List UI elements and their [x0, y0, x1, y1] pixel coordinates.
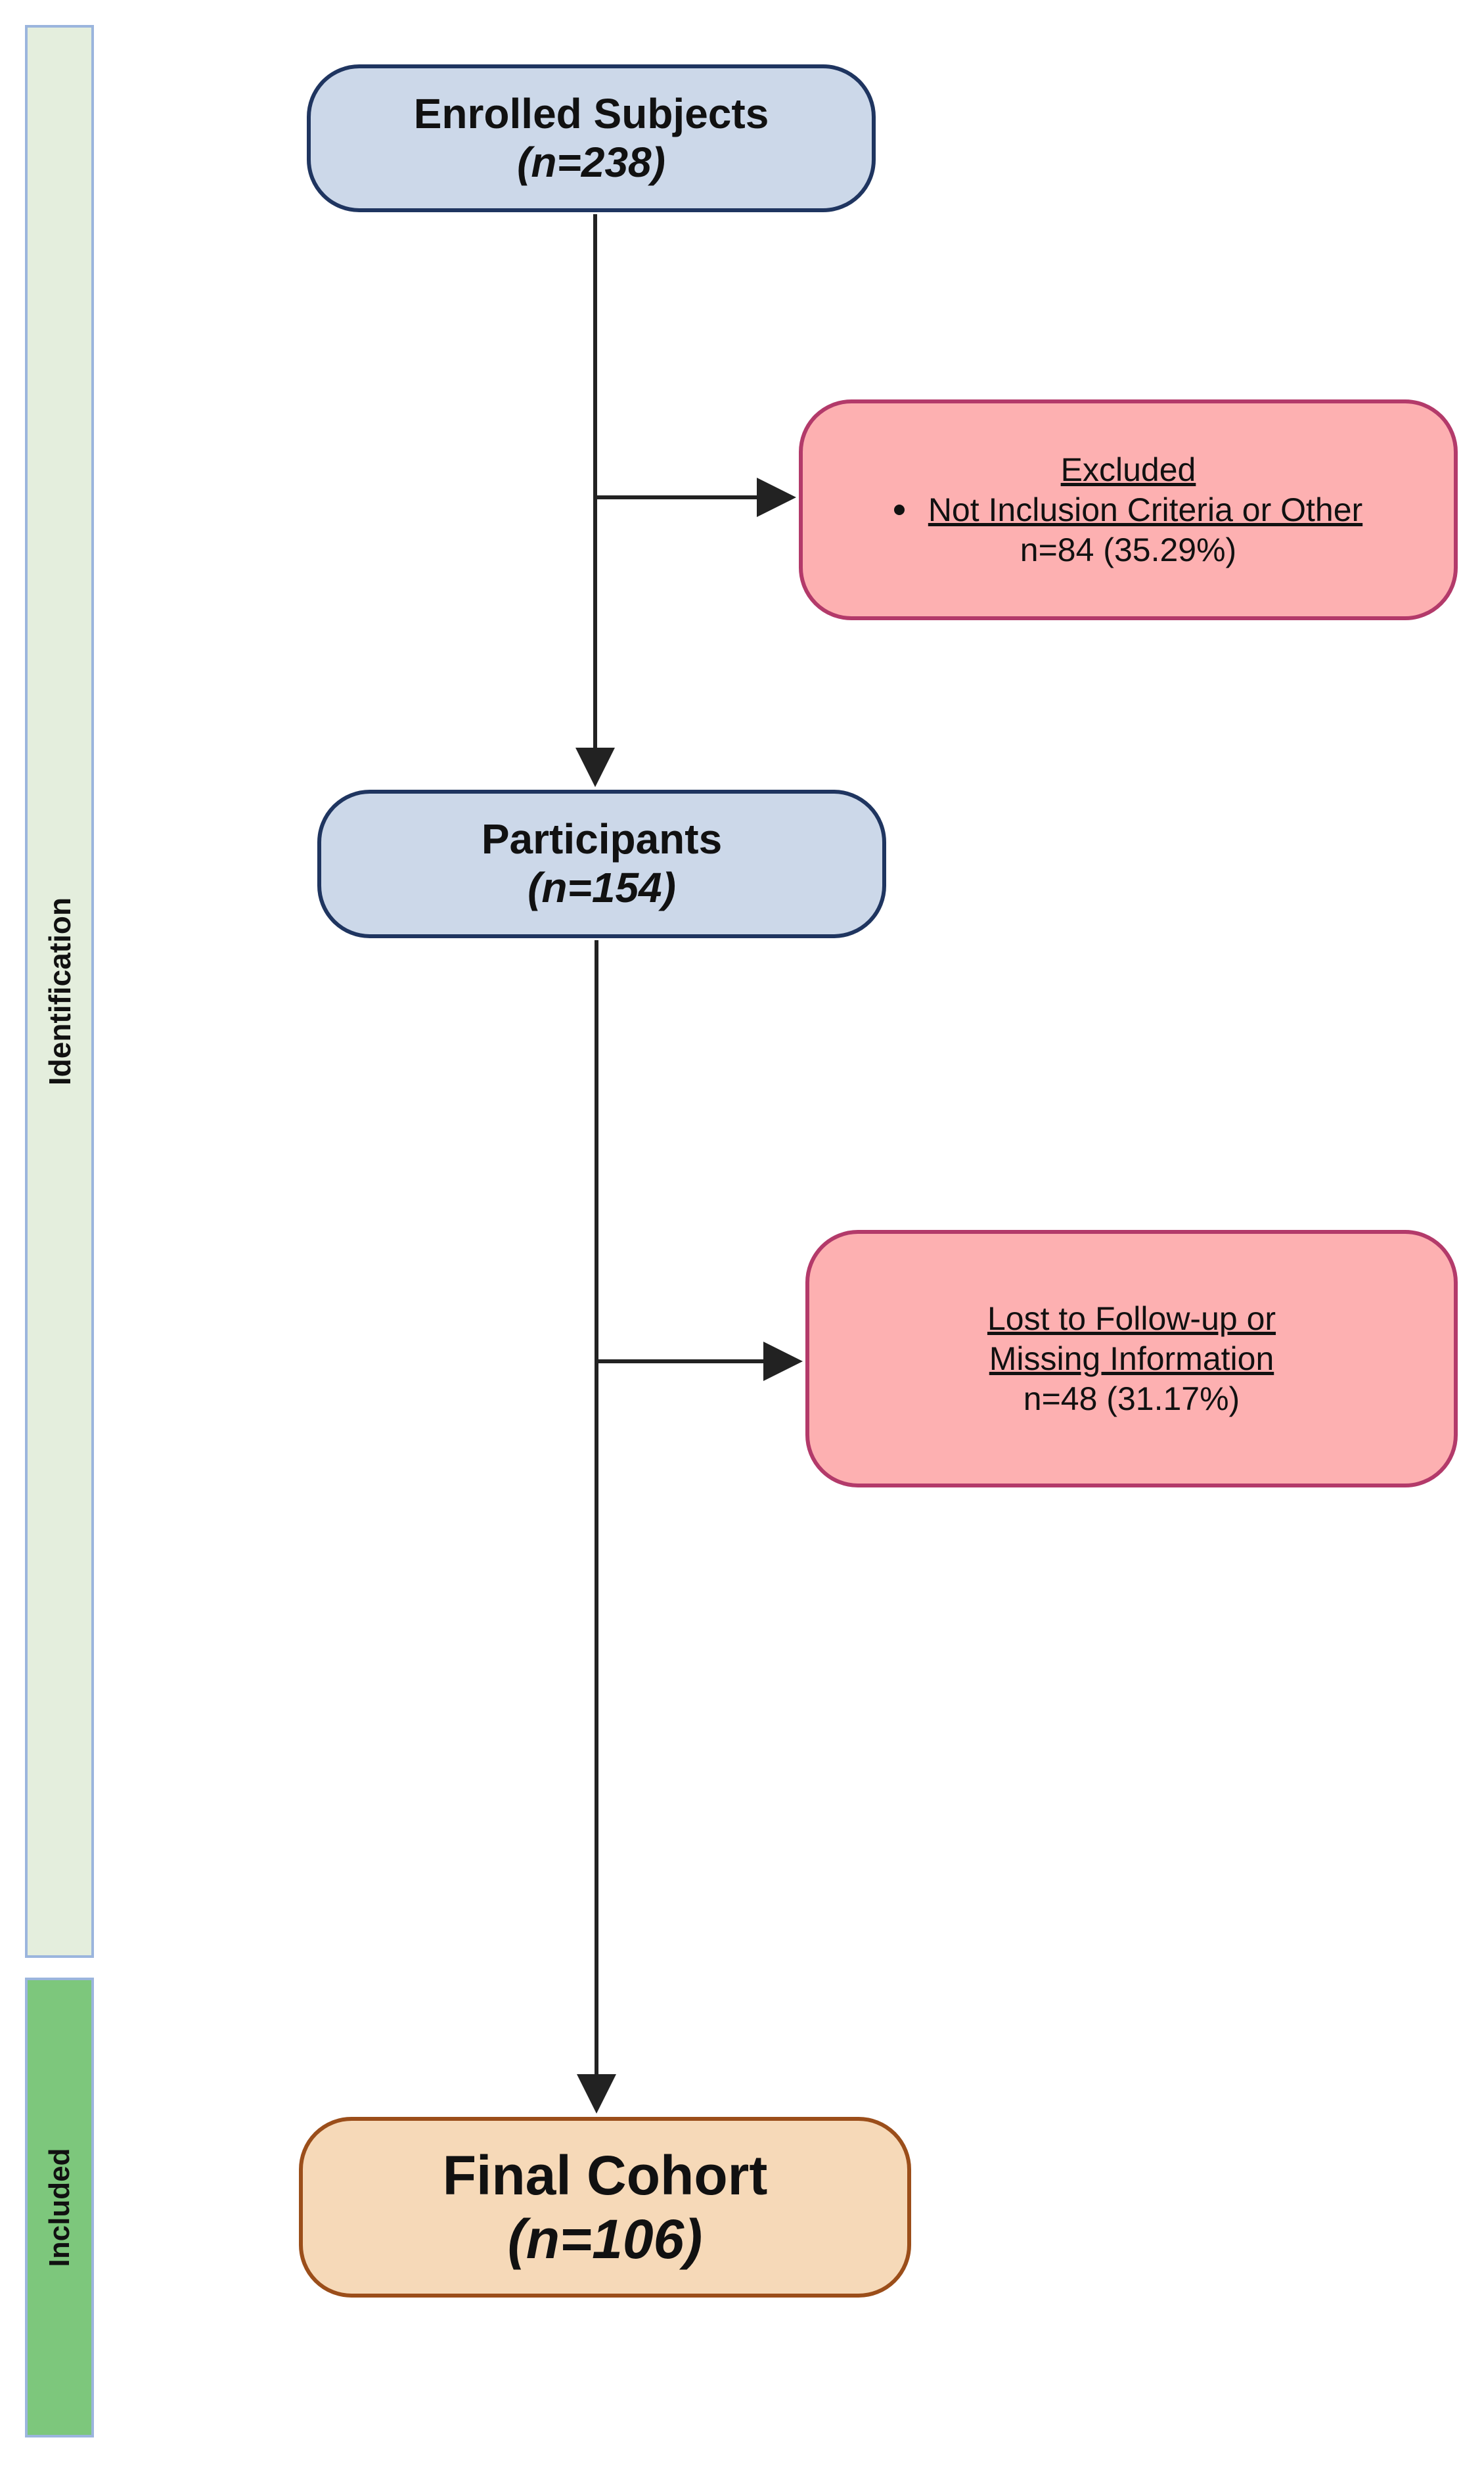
excluded-count: n=84 (35.29%) — [1020, 531, 1237, 568]
enrolled-subjects-box: Enrolled Subjects (n=238) — [307, 64, 876, 212]
final-cohort-box: Final Cohort (n=106) — [299, 2117, 911, 2298]
participants-title: Participants — [481, 815, 723, 863]
excluded-bullet-item: Not Inclusion Criteria or Other — [893, 490, 1363, 530]
lost-to-follow-up-box: Lost to Follow-up or Missing Information… — [805, 1230, 1458, 1487]
excluded-reason: Not Inclusion Criteria or Other — [928, 491, 1363, 528]
identification-stage-bar: Identification — [25, 25, 94, 1958]
included-stage-bar: Included — [25, 1978, 94, 2437]
participants-box: Participants (n=154) — [317, 790, 886, 938]
lost-reason-line1: Lost to Follow-up or — [987, 1300, 1276, 1337]
enrolled-subjects-title: Enrolled Subjects — [413, 89, 769, 137]
lost-reason-line2: Missing Information — [989, 1340, 1274, 1377]
final-cohort-title: Final Cohort — [442, 2144, 768, 2206]
participants-count: (n=154) — [528, 864, 676, 911]
lost-count: n=48 (31.17%) — [1023, 1380, 1240, 1417]
enrolled-subjects-count: (n=238) — [517, 138, 665, 186]
excluded-title: Excluded — [1060, 451, 1196, 488]
final-cohort-count: (n=106) — [507, 2208, 703, 2270]
excluded-box: Excluded Not Inclusion Criteria or Other… — [799, 399, 1458, 620]
bullet-icon — [893, 505, 905, 515]
